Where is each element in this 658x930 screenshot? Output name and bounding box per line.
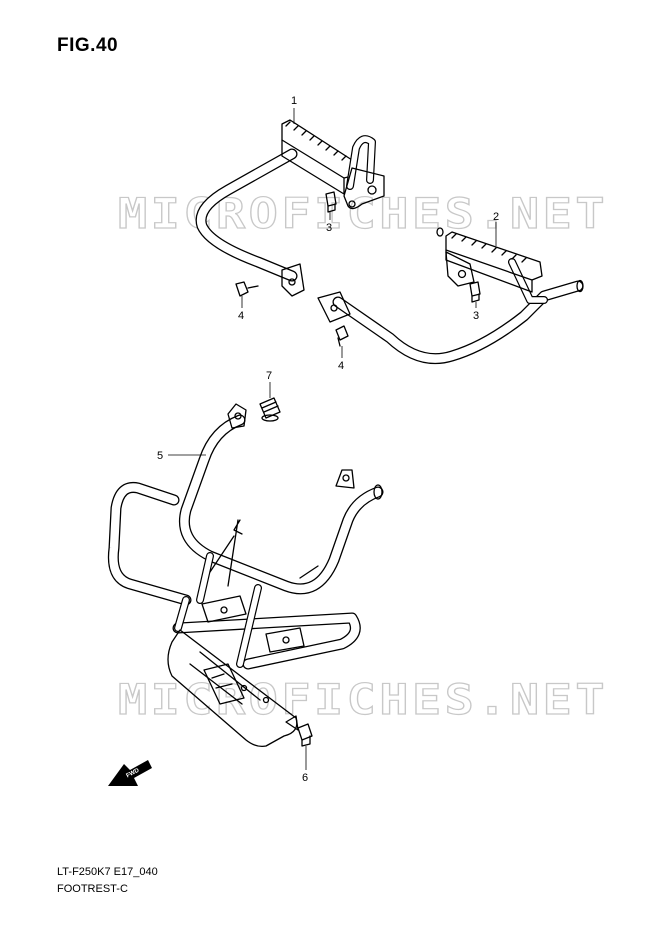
part-6-bolt[interactable] [297, 723, 313, 747]
part-3-bolt-b[interactable] [469, 281, 481, 303]
callout-4b: 4 [338, 360, 344, 372]
callout-3b: 3 [473, 310, 479, 322]
fwd-arrow-icon: FWD [108, 760, 152, 786]
callout-5: 5 [157, 450, 163, 462]
part-7-grommet[interactable] [259, 397, 281, 422]
part-2-right-footrest[interactable] [317, 227, 584, 365]
callout-4a: 4 [238, 310, 244, 322]
part-3-bolt-a[interactable] [325, 191, 337, 213]
callout-3a: 3 [326, 222, 332, 234]
part-5-front-guard[interactable] [107, 403, 384, 748]
footer-name: FOOTREST-C [57, 883, 128, 895]
callout-7: 7 [266, 370, 272, 382]
part-4-bolt-a[interactable] [235, 281, 259, 297]
callout-6: 6 [302, 772, 308, 784]
watermark-top: MICROFICHES.NET [118, 189, 608, 238]
footer-code: LT-F250K7 E17_040 [57, 866, 158, 878]
part-4-bolt-b[interactable] [335, 325, 349, 347]
part-1-left-footrest[interactable] [195, 119, 385, 297]
watermark-bottom: MICROFICHES.NET [118, 675, 608, 724]
callout-2: 2 [493, 211, 499, 223]
callout-1: 1 [291, 95, 297, 107]
figure-title: FIG.40 [57, 35, 119, 56]
